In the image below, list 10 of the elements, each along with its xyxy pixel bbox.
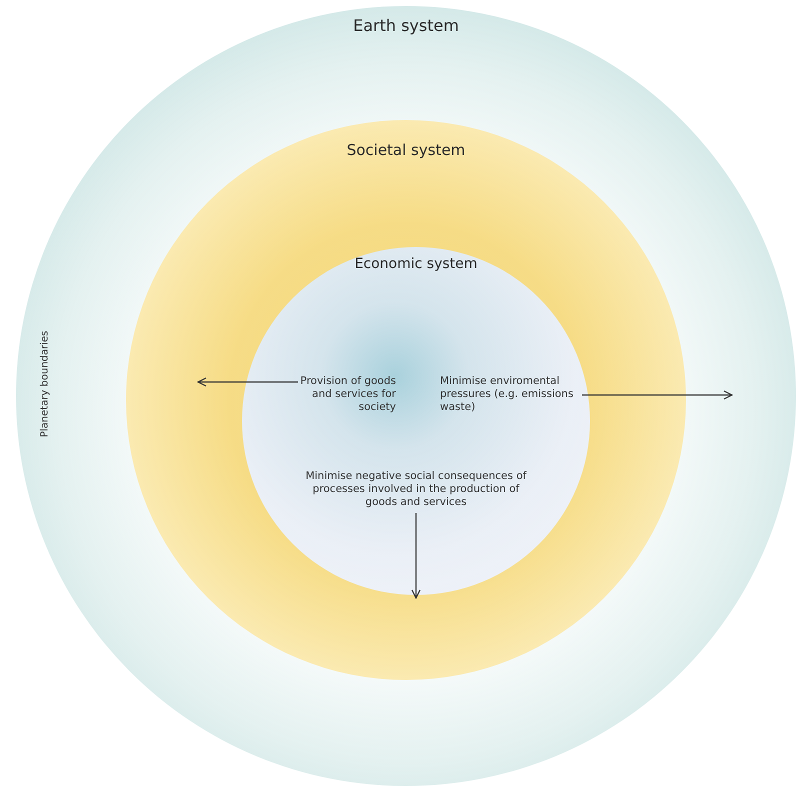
- goal-text: Provision of goods and services for society: [300, 375, 396, 414]
- side-label: Planetary boundaries: [40, 330, 50, 438]
- circle-title: Earth system: [353, 16, 459, 35]
- arrow: [582, 390, 733, 400]
- circle-title: Societal system: [346, 141, 466, 159]
- circle-title: Economic system: [354, 256, 478, 272]
- goal-text: Minimise negative social consequences of processes involved in the production of goods and services: [300, 470, 532, 509]
- goal-text: Minimise enviromental pressures (e.g. emissions waste): [440, 375, 580, 414]
- arrow: [411, 513, 421, 599]
- arrow: [197, 377, 298, 387]
